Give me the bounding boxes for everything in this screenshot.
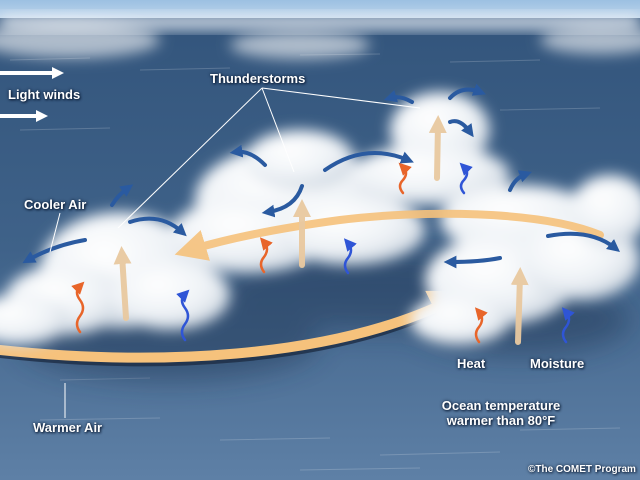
- warm-air-band-shadow: [0, 302, 454, 367]
- leader-lines: [49, 87, 421, 418]
- ocean-temperature-line-1: Ocean temperature: [441, 398, 561, 413]
- thunderstorms-label: Thunderstorms: [210, 71, 306, 86]
- warm-air-inflow-arrow: [0, 290, 470, 363]
- copyright-credit: ©The COMET Program: [528, 464, 636, 475]
- cooler-air-label: Cooler Air: [24, 197, 87, 212]
- ocean-temperature-line-2: warmer than 80°F: [446, 413, 556, 428]
- updraft-arrows: [113, 115, 529, 345]
- horizon-haze: [0, 14, 640, 30]
- heat-arrows: [71, 162, 488, 344]
- cool-air-arrows: [22, 83, 620, 269]
- ocean-temperature-label: Ocean temperature warmer than 80°F: [441, 398, 561, 428]
- light-winds-label: Light winds: [8, 87, 81, 102]
- warmer-air-label: Warmer Air: [33, 420, 103, 435]
- heat-label: Heat: [457, 356, 486, 371]
- moisture-arrows: [176, 162, 575, 344]
- light-winds-arrows: [0, 67, 64, 122]
- moisture-label: Moisture: [530, 356, 585, 371]
- warm-air-outflow-arrow: [174, 209, 604, 261]
